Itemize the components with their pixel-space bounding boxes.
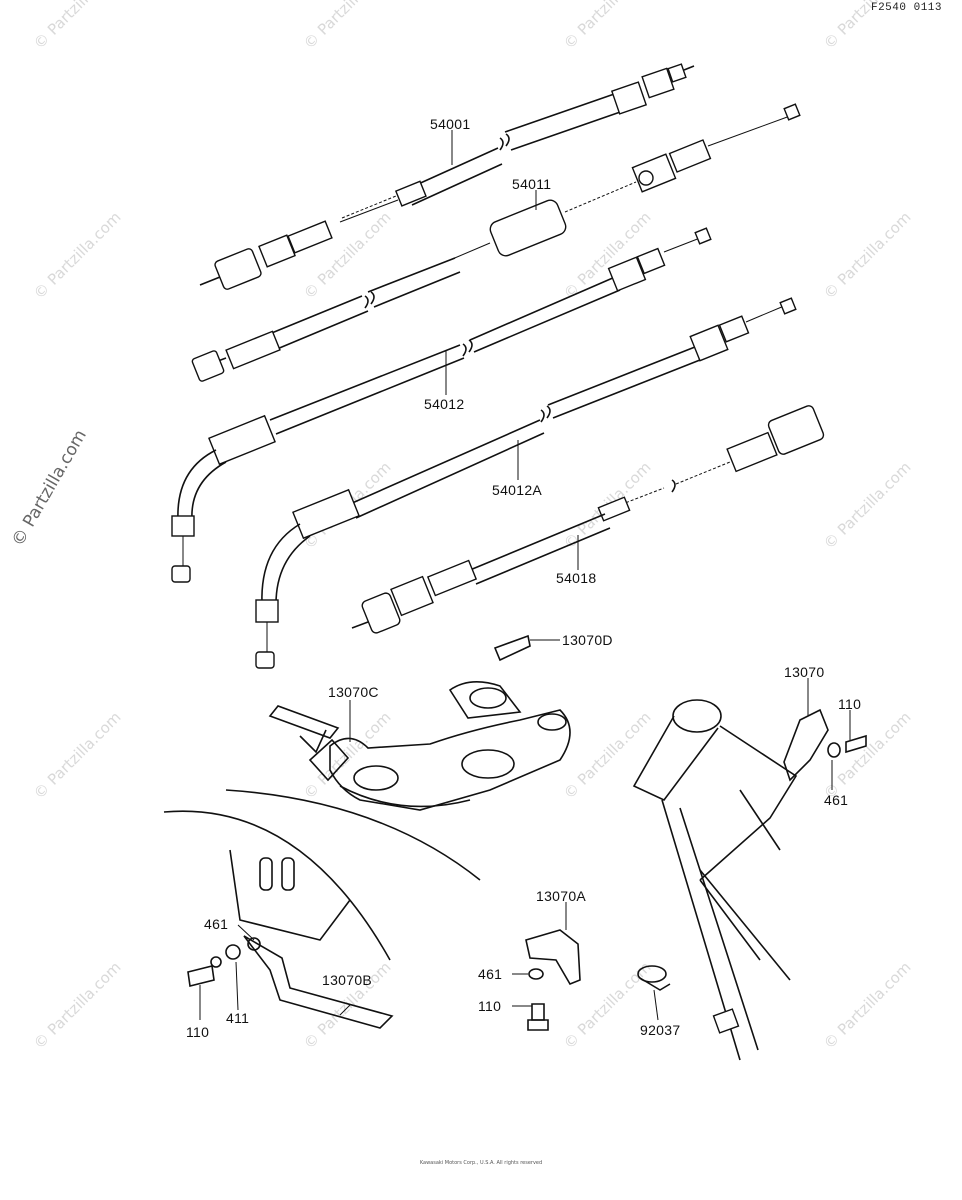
fender-section <box>163 789 481 1029</box>
leader-lines <box>199 130 851 1021</box>
bracket-13070A <box>525 929 581 1031</box>
part-label-54011[interactable]: 54011 <box>512 176 552 192</box>
part-label-54018[interactable]: 54018 <box>556 570 597 586</box>
part-label-110-right[interactable]: 110 <box>838 696 862 712</box>
part-label-13070B[interactable]: 13070B <box>322 972 373 988</box>
footer-copyright: Kawasaki Motors Corp., U.S.A. All rights… <box>419 1160 543 1166</box>
cable-54012A <box>255 297 797 669</box>
part-label-54012[interactable]: 54012 <box>424 396 465 412</box>
part-label-54012A[interactable]: 54012A <box>492 482 543 498</box>
part-label-92037[interactable]: 92037 <box>640 1022 681 1038</box>
part-label-461-right[interactable]: 461 <box>824 792 849 808</box>
part-label-110-left[interactable]: 110 <box>186 1024 210 1040</box>
clamp-92037 <box>637 965 671 991</box>
cable-54012 <box>171 227 712 583</box>
figure-code: F2540 0113 <box>870 2 942 14</box>
part-label-13070D[interactable]: 13070D <box>562 632 613 648</box>
part-label-54001[interactable]: 54001 <box>430 116 471 132</box>
part-label-411[interactable]: 411 <box>226 1010 250 1026</box>
frame-section <box>632 699 798 1061</box>
part-label-13070C[interactable]: 13070C <box>328 684 379 700</box>
cable-54011 <box>191 103 801 382</box>
cable-54001 <box>199 63 695 290</box>
part-label-110-mid[interactable]: 110 <box>478 998 502 1014</box>
cable-54018 <box>351 405 825 634</box>
part-label-461-left[interactable]: 461 <box>204 916 229 932</box>
upper-bracket-assembly <box>268 634 571 811</box>
part-label-13070A[interactable]: 13070A <box>536 888 587 904</box>
part-label-461-mid[interactable]: 461 <box>478 966 503 982</box>
part-label-13070[interactable]: 13070 <box>784 664 825 680</box>
bracket-13070 <box>783 708 867 782</box>
